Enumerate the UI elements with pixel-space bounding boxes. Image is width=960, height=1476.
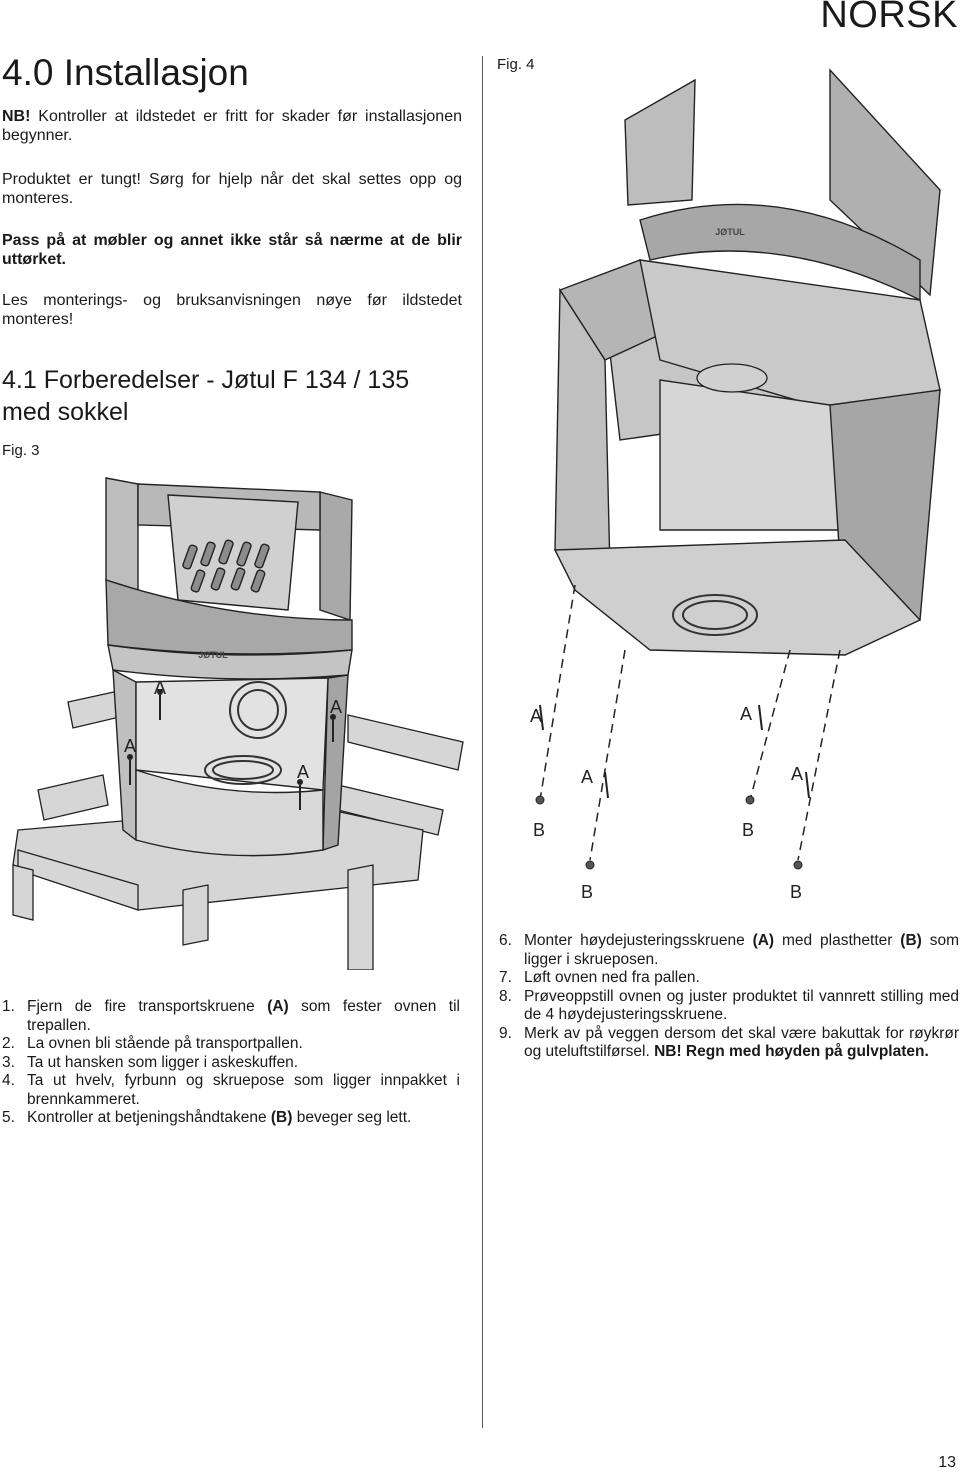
read-manual-note: Les monterings- og bruksanvisningen nøye… xyxy=(2,292,462,328)
subsection-title: 4.1 Forberedelser - Jøtul F 134 / 135 me… xyxy=(2,366,410,426)
list-item: 1.Fjern de fire transportskruene (A) som… xyxy=(2,998,461,1034)
fig4-marker-b: B xyxy=(533,820,545,840)
fig4-marker-a: A xyxy=(791,764,803,784)
list-item: 5.Kontroller at betjeningshåndtakene (B)… xyxy=(2,1109,412,1126)
furniture-warning: Pass på at møbler og annet ikke står så … xyxy=(2,232,462,268)
note-prefix: NB! xyxy=(2,108,31,125)
list-item: 4.Ta ut hvelv, fyrbunn og skruepose som … xyxy=(2,1072,460,1108)
language-label: NORSK xyxy=(820,0,958,36)
list-item: 6.Monter høydejusteringsskruene (A) med … xyxy=(499,932,959,968)
fig3-marker-a: A xyxy=(297,762,309,782)
steps-left-list: 1.Fjern de fire transportskruene (A) som… xyxy=(2,998,460,1128)
fig4-marker-b: B xyxy=(742,820,754,840)
note-paragraph: NB! Kontroller at ildstedet er fritt for… xyxy=(2,107,462,145)
heavy-warning: Produktet er tungt! Sørg for hjelp når d… xyxy=(2,171,462,207)
fig4-marker-a: A xyxy=(740,704,752,724)
page-number: 13 xyxy=(938,1454,956,1471)
fig3-marker-a: A xyxy=(330,697,342,717)
fig4-marker-b: B xyxy=(581,882,593,902)
list-item: 2.La ovnen bli stående på transportpalle… xyxy=(2,1035,303,1052)
steps-right-list: 6.Monter høydejusteringsskruene (A) med … xyxy=(499,932,959,1062)
fig3-marker-a: A xyxy=(124,736,136,756)
note-text: Kontroller at ildstedet er fritt for ska… xyxy=(2,108,462,144)
fig3-label: Fig. 3 xyxy=(2,442,40,459)
fig3-marker-a: A xyxy=(154,678,166,698)
fig4-label: Fig. 4 xyxy=(497,56,535,73)
fig4-marker-b: B xyxy=(790,882,802,902)
fig4-illustration: JØTUL A A A A B B B B xyxy=(530,68,941,902)
list-item: 3.Ta ut hansken som ligger i askeskuffen… xyxy=(2,1053,299,1071)
fig3-illustration: JØTUL A A A A xyxy=(12,477,464,970)
list-item: 7.Løft ovnen ned fra pallen. xyxy=(499,969,700,986)
column-divider xyxy=(482,56,483,1428)
section-title: 4.0 Installasjon xyxy=(2,52,249,93)
fig4-marker-a: A xyxy=(581,767,593,787)
fig4-marker-a: A xyxy=(530,706,542,726)
fig4-brand: JØTUL xyxy=(715,227,745,237)
list-item: 9.Merk av på veggen dersom det skal være… xyxy=(499,1024,959,1061)
list-item: 8.Prøveoppstill ovnen og juster produkte… xyxy=(499,987,959,1024)
fig3-brand: JØTUL xyxy=(198,650,228,660)
